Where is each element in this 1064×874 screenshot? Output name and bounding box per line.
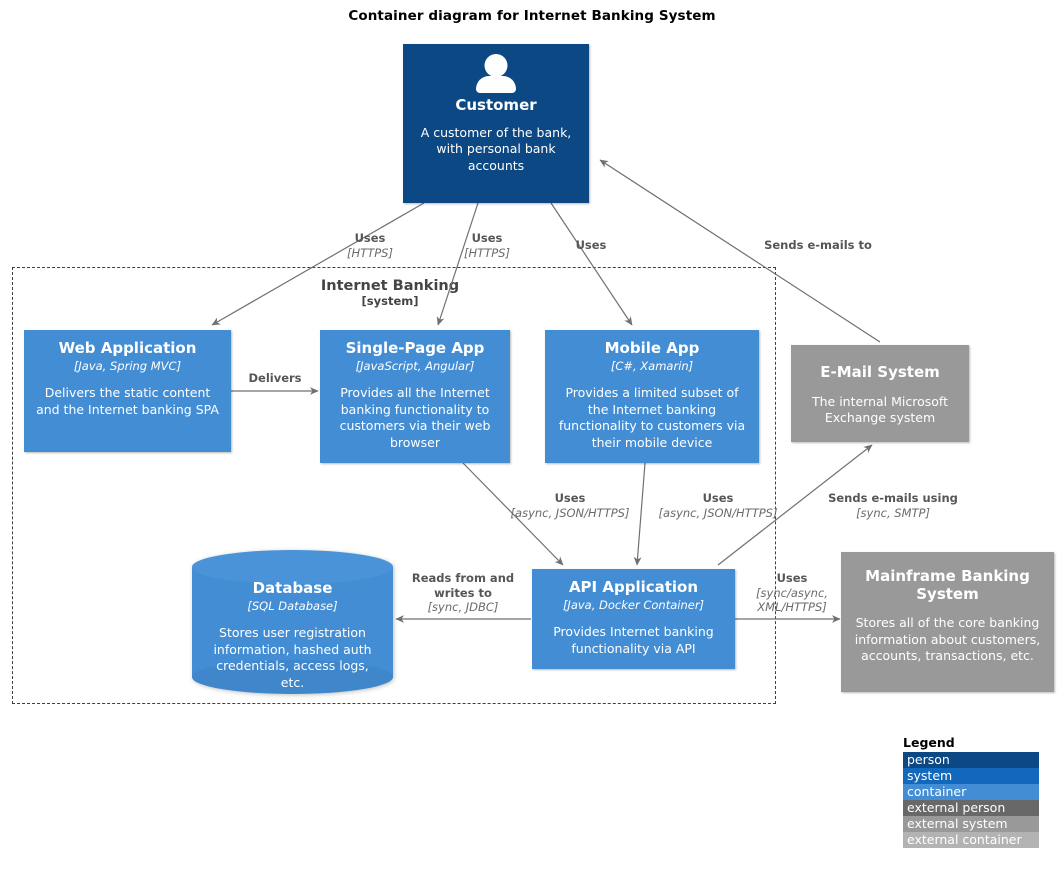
page-title: Container diagram for Internet Banking S… [348, 8, 716, 24]
node-name: E-Mail System [820, 363, 940, 381]
node-mobile-app[interactable]: Mobile App [C#, Xamarin] Provides a limi… [545, 330, 759, 463]
node-description: Provides all the Internet banking functi… [339, 385, 491, 450]
edge-text: Sends e-mails using [828, 491, 958, 505]
legend-row-external-system: external system [903, 816, 1039, 832]
node-name: Single-Page App [345, 339, 485, 357]
node-mainframe-banking-system[interactable]: Mainframe Banking System Stores all of t… [841, 552, 1054, 692]
node-customer[interactable]: Customer A customer of the bank, with pe… [403, 44, 589, 203]
legend-row-container: container [903, 784, 1039, 800]
edge-label-web-application-to-single-page-app: Delivers [232, 371, 318, 386]
edge-tech: [sync, SMTP] [856, 505, 930, 520]
edge-label-single-page-app-to-api-application: Uses [async, JSON/HTTPS] [495, 491, 645, 520]
edge-text: Reads from and writes to [411, 571, 515, 600]
edge-tech: [async, JSON/HTTPS] [658, 505, 778, 520]
node-technology: [Java, Docker Container] [562, 597, 705, 612]
legend-rows: person system container external person … [903, 752, 1039, 848]
edge-tech: [HTTPS] [347, 245, 393, 260]
legend-row-person: person [903, 752, 1039, 768]
edge-tech: [HTTPS] [464, 245, 510, 260]
edge-label-api-application-to-email-system: Sends e-mails using [sync, SMTP] [800, 491, 986, 520]
node-technology: [SQL Database] [247, 598, 338, 613]
person-icon-body [476, 76, 516, 93]
edge-tech: [sync, JDBC] [427, 600, 499, 615]
node-email-system[interactable]: E-Mail System The internal Microsoft Exc… [791, 345, 969, 442]
edge-tech: [sync/async, XML/HTTPS] [756, 585, 828, 615]
edge-text: Uses [776, 571, 808, 585]
edge-label-api-application-to-database: Reads from and writes to [sync, JDBC] [398, 571, 528, 615]
database-cylinder-bottom [192, 660, 393, 694]
node-technology: [JavaScript, Angular] [355, 358, 475, 373]
edge-text: Uses [354, 231, 386, 245]
node-description: Stores all of the core banking informati… [854, 615, 1041, 664]
database-cylinder-body [192, 567, 393, 677]
node-web-application[interactable]: Web Application [Java, Spring MVC] Deliv… [24, 330, 231, 452]
edge-text: Delivers [248, 371, 302, 385]
legend-row-external-container: external container [903, 832, 1039, 848]
boundary-type: [system] [361, 294, 419, 309]
edge-label-customer-to-single-page-app: Uses [HTTPS] [432, 231, 542, 260]
node-description: A customer of the bank, with personal ba… [420, 124, 572, 173]
node-single-page-app[interactable]: Single-Page App [JavaScript, Angular] Pr… [320, 330, 510, 463]
node-description: The internal Microsoft Exchange system [811, 393, 949, 426]
node-name: Web Application [58, 339, 197, 357]
legend-row-external-person: external person [903, 800, 1039, 816]
system-boundary-label: Internet Banking [system] [290, 278, 490, 309]
node-database[interactable]: Database [SQL Database] Stores user regi… [192, 550, 393, 694]
edge-text: Sends e-mails to [764, 238, 872, 252]
edge-label-email-system-to-customer: Sends e-mails to [738, 238, 898, 253]
legend: Legend person system container external … [903, 735, 1039, 848]
person-icon-head [484, 54, 508, 77]
node-name: Mainframe Banking System [865, 567, 1030, 603]
edge-label-customer-to-web-application: Uses [HTTPS] [315, 231, 425, 260]
edge-label-api-application-to-mainframe-banking-system: Uses [sync/async, XML/HTTPS] [744, 571, 840, 615]
legend-row-system: system [903, 768, 1039, 784]
edge-text: Uses [471, 231, 503, 245]
node-technology: [Java, Spring MVC] [73, 358, 182, 373]
edge-text: Uses [702, 491, 734, 505]
node-description: Provides a limited subset of the Interne… [558, 385, 746, 450]
node-technology: [C#, Xamarin] [610, 358, 694, 373]
edge-tech: [async, JSON/HTTPS] [510, 505, 630, 520]
node-name: API Application [568, 578, 699, 596]
node-description: Stores user registration information, ha… [213, 625, 372, 690]
edge-text: Uses [554, 491, 586, 505]
node-description: Delivers the static content and the Inte… [36, 385, 219, 417]
node-name: Database [252, 579, 333, 597]
boundary-name: Internet Banking [320, 278, 460, 294]
edge-label-customer-to-mobile-app: Uses [536, 238, 646, 253]
database-text: Database [SQL Database] Stores user regi… [192, 550, 393, 694]
node-description: Provides Internet banking functionality … [553, 624, 714, 656]
node-api-application[interactable]: API Application [Java, Docker Container]… [532, 569, 735, 669]
node-name: Customer [455, 96, 537, 114]
person-icon [474, 54, 518, 94]
node-name: Mobile App [604, 339, 700, 357]
edge-text: Uses [575, 238, 607, 252]
database-cylinder-top [192, 550, 393, 584]
legend-title: Legend [903, 735, 955, 750]
edge-label-mobile-app-to-api-application: Uses [async, JSON/HTTPS] [643, 491, 793, 520]
